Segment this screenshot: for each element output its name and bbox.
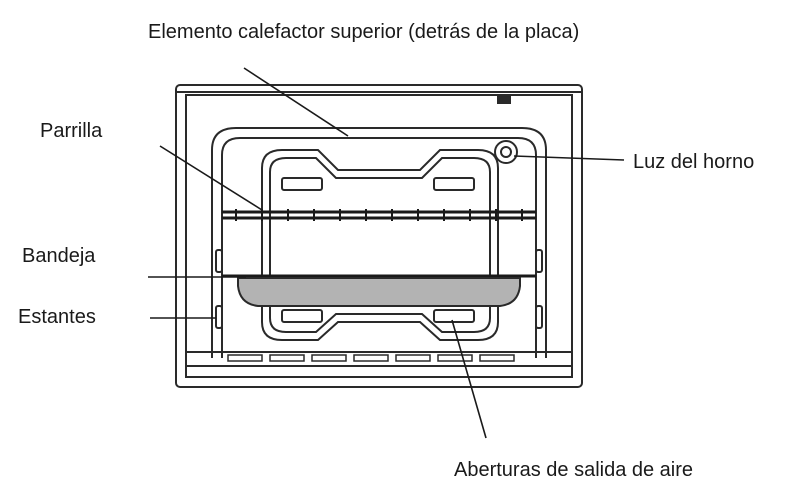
back-plate	[261, 149, 499, 341]
label-oven-light: Luz del horno	[633, 151, 755, 173]
shelf-slot-left-2	[215, 305, 223, 329]
oven-light-inner	[500, 146, 512, 158]
air-vent-top-left	[281, 177, 323, 191]
leader-rack	[159, 145, 263, 211]
back-plate-inner	[269, 157, 491, 333]
leader-top-heater	[243, 67, 349, 137]
label-tray: Bandeja	[22, 245, 96, 267]
oven-inner-frame	[185, 94, 573, 378]
leader-air-vents	[451, 319, 487, 439]
oven-cavity-inner	[221, 137, 537, 358]
label-top-heater: Elemento calefactor superior (detrás de …	[148, 21, 580, 43]
air-vent-bottom-left	[281, 309, 323, 323]
air-vent-top-right	[433, 177, 475, 191]
label-rack: Parrilla	[40, 120, 103, 142]
label-shelves: Estantes	[18, 306, 96, 328]
oven-outer-frame	[175, 84, 583, 388]
shelf-slot-right-1	[535, 249, 543, 273]
air-vent-bottom-right	[433, 309, 475, 323]
tray	[222, 274, 536, 307]
oven-light-icon	[494, 140, 518, 164]
label-air-vents: Aberturas de salida de aire	[454, 459, 694, 481]
shelf-slot-left-1	[215, 249, 223, 273]
shelf-slot-right-2	[535, 305, 543, 329]
floor-vent-slots	[227, 354, 515, 362]
leader-oven-light	[513, 155, 625, 161]
oven-cavity	[211, 127, 547, 358]
rack	[222, 209, 536, 221]
top-control-notch	[497, 96, 511, 104]
